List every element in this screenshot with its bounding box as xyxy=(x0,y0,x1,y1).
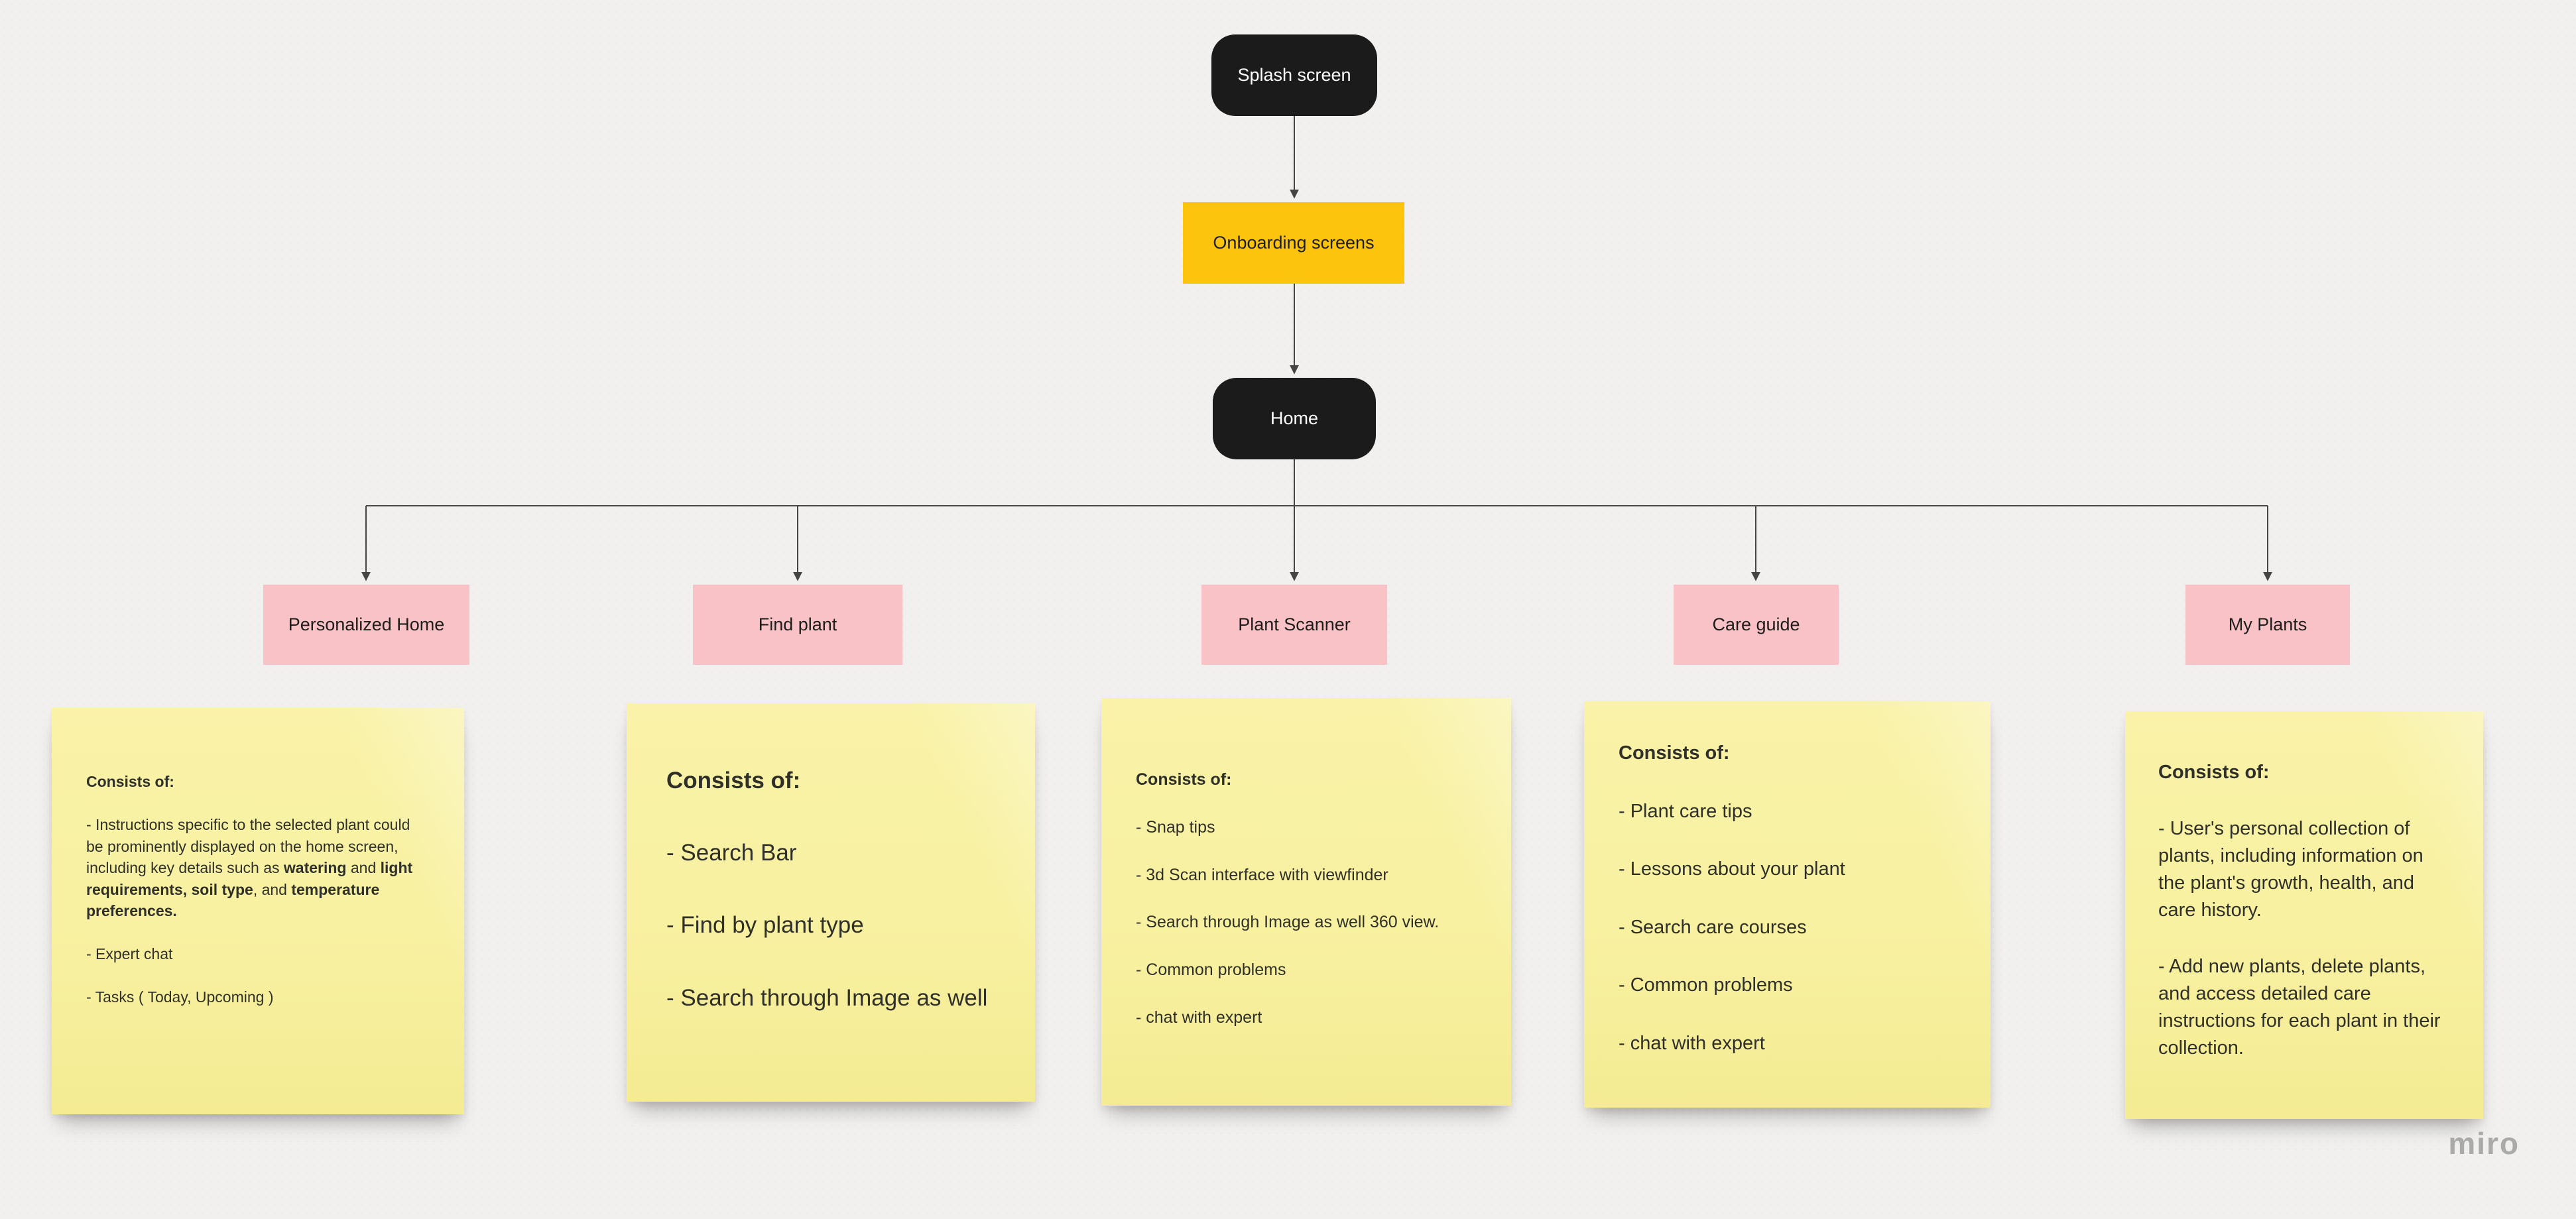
sticky-list-item: - Instructions specific to the selected … xyxy=(86,815,413,920)
sticky-title: Consists of: xyxy=(666,768,801,793)
sticky-list-item: - Tasks ( Today, Upcoming ) xyxy=(86,988,274,1006)
flow-node-splash-screen[interactable]: Splash screen xyxy=(1211,34,1377,116)
sticky-note-find-plant[interactable]: Consists of: - Search Bar - Find by plant… xyxy=(627,703,1035,1102)
sticky-list-item: - Search through Image as well 360 view. xyxy=(1136,913,1440,932)
sticky-list-item: - Plant care tips xyxy=(1619,800,1752,822)
node-label: Home xyxy=(1270,408,1319,429)
sticky-list-item: - Lessons about your plant xyxy=(1619,858,1845,880)
sticky-list-item: - Add new plants, delete plants, and acc… xyxy=(2158,955,2441,1059)
sticky-list-item: - 3d Scan interface with viewfinder xyxy=(1136,865,1388,884)
sticky-list-item: - Search Bar xyxy=(666,840,797,866)
sticky-list-item: - Search care courses xyxy=(1619,916,1807,938)
node-label: Find plant xyxy=(758,614,837,635)
sticky-body: - Plant care tips - Lessons about your pl… xyxy=(1619,798,1956,1057)
sticky-list-item: - Expert chat xyxy=(86,945,173,963)
sticky-list-item: - Search through Image as well xyxy=(666,984,988,1011)
node-label: My Plants xyxy=(2228,614,2307,635)
sticky-note-care-guide[interactable]: Consists of: - Plant care tips - Lessons … xyxy=(1584,701,1991,1108)
miro-logo: miro xyxy=(2448,1126,2520,1161)
sticky-list-item: - chat with expert xyxy=(1619,1032,1765,1054)
sticky-body: - User's personal collection of plants, … xyxy=(2158,815,2453,1063)
flow-node-personalized-home[interactable]: Personalized Home xyxy=(263,585,469,665)
sticky-title: Consists of: xyxy=(86,773,174,790)
sticky-title: Consists of: xyxy=(2158,762,2270,783)
node-label: Plant Scanner xyxy=(1238,614,1351,635)
sticky-note-my-plants[interactable]: Consists of: - User's personal collectio… xyxy=(2125,711,2483,1119)
flow-node-onboarding-screens[interactable]: Onboarding screens xyxy=(1183,202,1404,284)
sticky-list-item: - Find by plant type xyxy=(666,912,864,939)
sticky-body: - Snap tips - 3d Scan interface with view… xyxy=(1136,816,1477,1030)
sticky-list-item: - Common problems xyxy=(1619,974,1793,996)
flow-node-my-plants[interactable]: My Plants xyxy=(2185,585,2350,665)
sticky-note-personalized-home[interactable]: Consists of: - Instructions specific to … xyxy=(52,708,464,1114)
flow-node-home[interactable]: Home xyxy=(1213,378,1376,459)
sticky-body: - Search Bar - Find by plant type - Search… xyxy=(666,837,989,1014)
sticky-list-item: - Common problems xyxy=(1136,960,1286,979)
sticky-body: - Instructions specific to the selected … xyxy=(86,814,430,1008)
sticky-list-item: - chat with expert xyxy=(1136,1008,1262,1027)
sticky-list-item: - User's personal collection of plants, … xyxy=(2158,817,2423,921)
node-label: Personalized Home xyxy=(288,614,445,635)
sticky-list-item: - Snap tips xyxy=(1136,817,1215,837)
node-label: Onboarding screens xyxy=(1213,233,1375,253)
flow-node-find-plant[interactable]: Find plant xyxy=(693,585,902,665)
node-label: Care guide xyxy=(1712,614,1800,635)
sticky-title: Consists of: xyxy=(1136,770,1232,789)
node-label: Splash screen xyxy=(1237,65,1351,86)
sticky-title: Consists of: xyxy=(1619,742,1730,764)
flow-node-care-guide[interactable]: Care guide xyxy=(1674,585,1839,665)
sticky-note-plant-scanner[interactable]: Consists of: - Snap tips - 3d Scan interf… xyxy=(1101,698,1511,1106)
flow-node-plant-scanner[interactable]: Plant Scanner xyxy=(1201,585,1387,665)
